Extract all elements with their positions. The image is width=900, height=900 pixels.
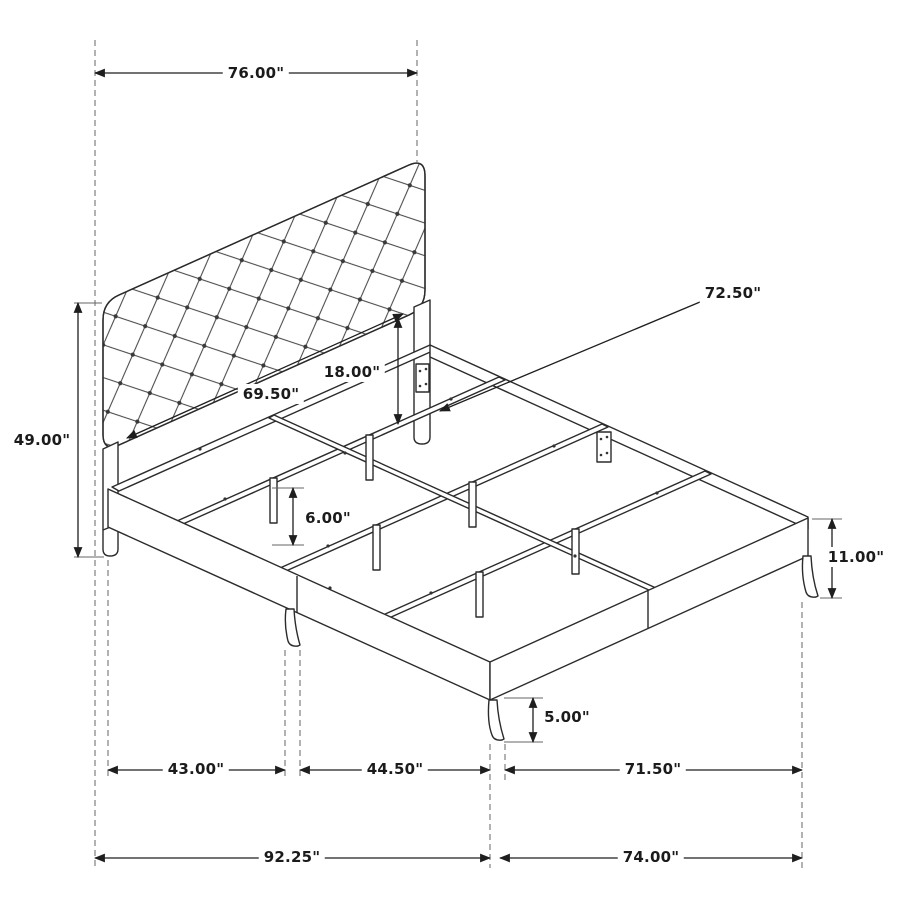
overall-length-label: 92.25" bbox=[258, 847, 326, 867]
mid-left-metal-leg bbox=[284, 608, 301, 647]
section-platform-label: 71.50" bbox=[619, 759, 687, 779]
metal-legs bbox=[284, 555, 819, 741]
headboard-tufted-panel bbox=[102, 162, 426, 448]
dim-line-tufted-width bbox=[125, 313, 405, 439]
panel-height-label: 18.00" bbox=[318, 362, 386, 382]
headboard-width-label: 76.00" bbox=[222, 63, 290, 83]
dimension-lines bbox=[73, 68, 837, 863]
front-right-metal-leg bbox=[801, 555, 819, 598]
support-leg-height-label: 6.00" bbox=[300, 508, 356, 528]
far-side-rail bbox=[429, 344, 809, 530]
section-middle-label: 44.50" bbox=[361, 759, 429, 779]
rail-height-label: 11.00" bbox=[822, 547, 890, 567]
front-left-metal-leg bbox=[487, 699, 505, 741]
section-headboard-label: 43.00" bbox=[162, 759, 230, 779]
headboard-height-label: 49.00" bbox=[8, 430, 76, 450]
screw-dots bbox=[198, 397, 659, 595]
far-rail-bracket bbox=[596, 431, 612, 463]
headboard-right-post bbox=[413, 299, 431, 445]
bed-frame bbox=[102, 162, 819, 741]
tufted-width-label: 69.50" bbox=[237, 384, 305, 404]
overall-width-label: 74.00" bbox=[617, 847, 685, 867]
leader-slat-length bbox=[438, 301, 701, 412]
front-leg-height-label: 5.00" bbox=[539, 707, 595, 727]
slat-length-label: 72.50" bbox=[699, 283, 767, 303]
